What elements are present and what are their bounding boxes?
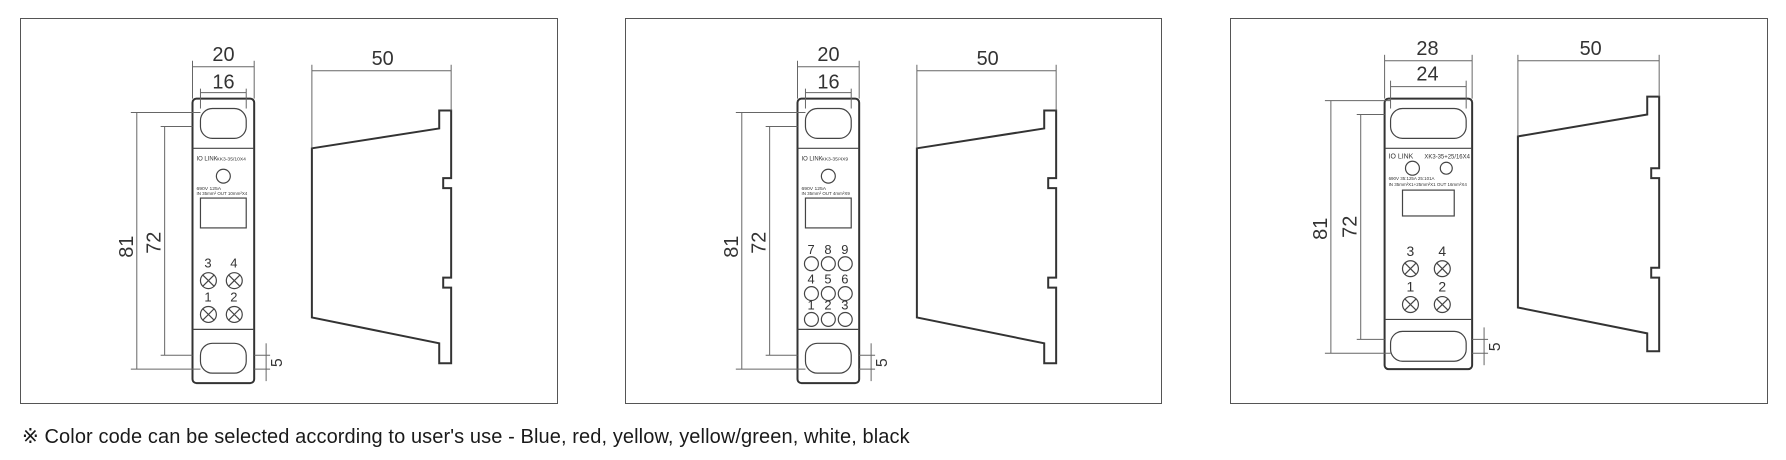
terminal-number: 4: [807, 272, 814, 287]
dimension-width-outer: 20: [212, 44, 234, 66]
dimension-height-outer: 81: [1310, 218, 1332, 240]
bottom-mounting-slot: [1389, 330, 1467, 362]
terminal-grid: 3 4 1 2: [1401, 243, 1451, 314]
terminal-number: 9: [841, 242, 848, 257]
top-mounting-slot: [199, 107, 247, 139]
dimension-small: 5: [874, 358, 891, 367]
model-label: XK3-35/10X4: [216, 156, 246, 162]
drawing-panel-2: IO LINK XK3-35/4X9 690V 125A IN 35mm² OU…: [625, 18, 1162, 404]
input-screw: [820, 168, 836, 184]
terminal-grid: 3 4 1 2: [199, 256, 243, 324]
dimension-width-outer: 20: [817, 44, 839, 66]
dimension-height-outer: 81: [116, 236, 138, 258]
terminal-number: 3: [841, 297, 848, 312]
dimension-height-inner: 72: [749, 232, 771, 254]
model-label: XK3-35+25/16X4: [1424, 154, 1470, 160]
brand-label: IO LINK: [801, 156, 822, 162]
dimension-depth: 50: [372, 48, 394, 70]
brand-label: IO LINK: [196, 156, 217, 162]
terminal-number: 4: [230, 256, 237, 271]
dimension-small: 5: [269, 358, 286, 367]
device-front-body: [191, 97, 256, 385]
terminal-number: 4: [1438, 243, 1446, 259]
dimension-drawing-2: IO LINK XK3-35/4X9 690V 125A IN 35mm² OU…: [721, 44, 1058, 385]
terminal-number: 2: [1438, 279, 1446, 295]
input-screw: [1439, 161, 1453, 175]
terminal-number: 3: [1406, 243, 1414, 259]
io-label: IN 35mm² OUT 4mm²X9: [801, 191, 850, 196]
dimension-drawing-1: IO LINK XK3-35/10X4 690V 125A IN 35mm² O…: [116, 44, 453, 385]
terminal-number: 1: [1406, 279, 1414, 295]
color-code-note: ※ Color code can be selected according t…: [22, 426, 910, 448]
terminal-number: 2: [230, 290, 237, 305]
dimension-depth: 50: [1580, 38, 1602, 60]
side-profile: [915, 109, 1058, 365]
dimension-width-inner: 16: [212, 72, 234, 94]
input-screw: [215, 168, 231, 184]
dimension-width-inner: 24: [1416, 64, 1438, 86]
spec-label: 690V 125A: [801, 186, 826, 192]
terminal-number: 2: [824, 297, 831, 312]
terminal-number: 1: [204, 290, 211, 305]
top-mounting-slot: [804, 107, 852, 139]
dimension-depth: 50: [977, 48, 999, 70]
spec-label: 690V 125A: [196, 186, 221, 192]
bottom-mounting-slot: [199, 342, 247, 374]
terminal-number: 7: [807, 242, 814, 257]
dimension-height-inner: 72: [144, 232, 166, 254]
top-mounting-slot: [1389, 107, 1467, 139]
drawing-panel-3: IO LINK XK3-35+25/16X4 690V 35:125A 25:1…: [1230, 18, 1768, 404]
spec-label: 690V 35:125A 25:101A: [1389, 176, 1435, 181]
label-window: [804, 197, 852, 229]
input-screw: [1404, 160, 1421, 176]
terminal-number: 1: [807, 297, 814, 312]
bottom-mounting-slot: [804, 342, 852, 374]
terminal-number: 8: [824, 242, 831, 257]
dimension-small: 5: [1487, 342, 1504, 351]
label-window: [1401, 189, 1455, 217]
side-profile: [310, 109, 453, 365]
dimension-height-outer: 81: [721, 236, 743, 258]
terminal-number: 3: [204, 256, 211, 271]
device-front-body: [1383, 97, 1474, 371]
brand-label: IO LINK: [1389, 153, 1414, 160]
side-profile: [1516, 95, 1661, 353]
dimension-height-inner: 72: [1340, 216, 1362, 238]
terminal-number: 6: [841, 272, 848, 287]
device-front-body: [796, 97, 861, 385]
model-label: XK3-35/4X9: [821, 156, 848, 162]
dimension-drawing-3: IO LINK XK3-35+25/16X4 690V 35:125A 25:1…: [1310, 38, 1661, 371]
io-label: IN 35mm²X1+25mm²X1 OUT 16mm²X4: [1389, 182, 1468, 187]
io-label: IN 35mm² OUT 10mm²X4: [196, 191, 247, 196]
dimension-width-outer: 28: [1416, 38, 1438, 60]
label-window: [199, 197, 247, 229]
drawing-panel-1: IO LINK XK3-35/10X4 690V 125A IN 35mm² O…: [20, 18, 558, 404]
dimension-width-inner: 16: [817, 72, 839, 94]
terminal-number: 5: [824, 272, 831, 287]
terminal-grid: 7 8 9 4 5 6 1 2 3: [803, 242, 853, 327]
